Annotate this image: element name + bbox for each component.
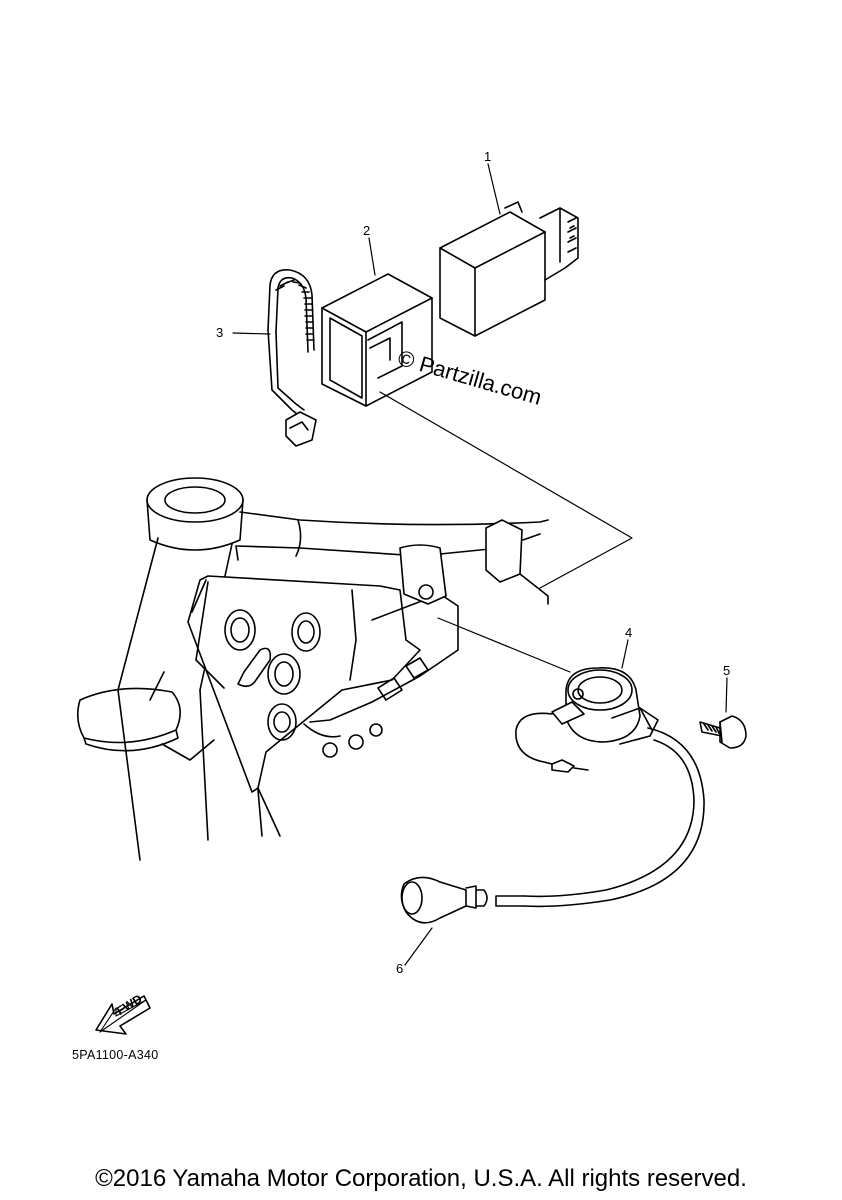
part-2-holder[interactable] bbox=[321, 273, 433, 407]
part-3-band[interactable] bbox=[267, 268, 317, 447]
part-code: 5PA1100-A340 bbox=[72, 1048, 159, 1062]
copyright-notice: ©2016 Yamaha Motor Corporation, U.S.A. A… bbox=[95, 1165, 747, 1192]
callout-2: 2 bbox=[363, 223, 371, 238]
part-1-cdi-unit[interactable] bbox=[439, 201, 579, 337]
callout-1: 1 bbox=[484, 149, 492, 164]
callout-5: 5 bbox=[723, 663, 731, 678]
part-4-ignition-coil[interactable] bbox=[495, 667, 705, 908]
leader-lines bbox=[232, 163, 728, 966]
callout-6: 6 bbox=[396, 961, 404, 976]
callout-4: 4 bbox=[625, 625, 633, 640]
frame-section bbox=[76, 477, 549, 861]
fwd-arrow-icon bbox=[95, 995, 151, 1035]
callout-3: 3 bbox=[216, 325, 224, 340]
part-6-spark-plug-cap[interactable] bbox=[400, 876, 488, 924]
part-5-bolt[interactable] bbox=[699, 715, 747, 749]
